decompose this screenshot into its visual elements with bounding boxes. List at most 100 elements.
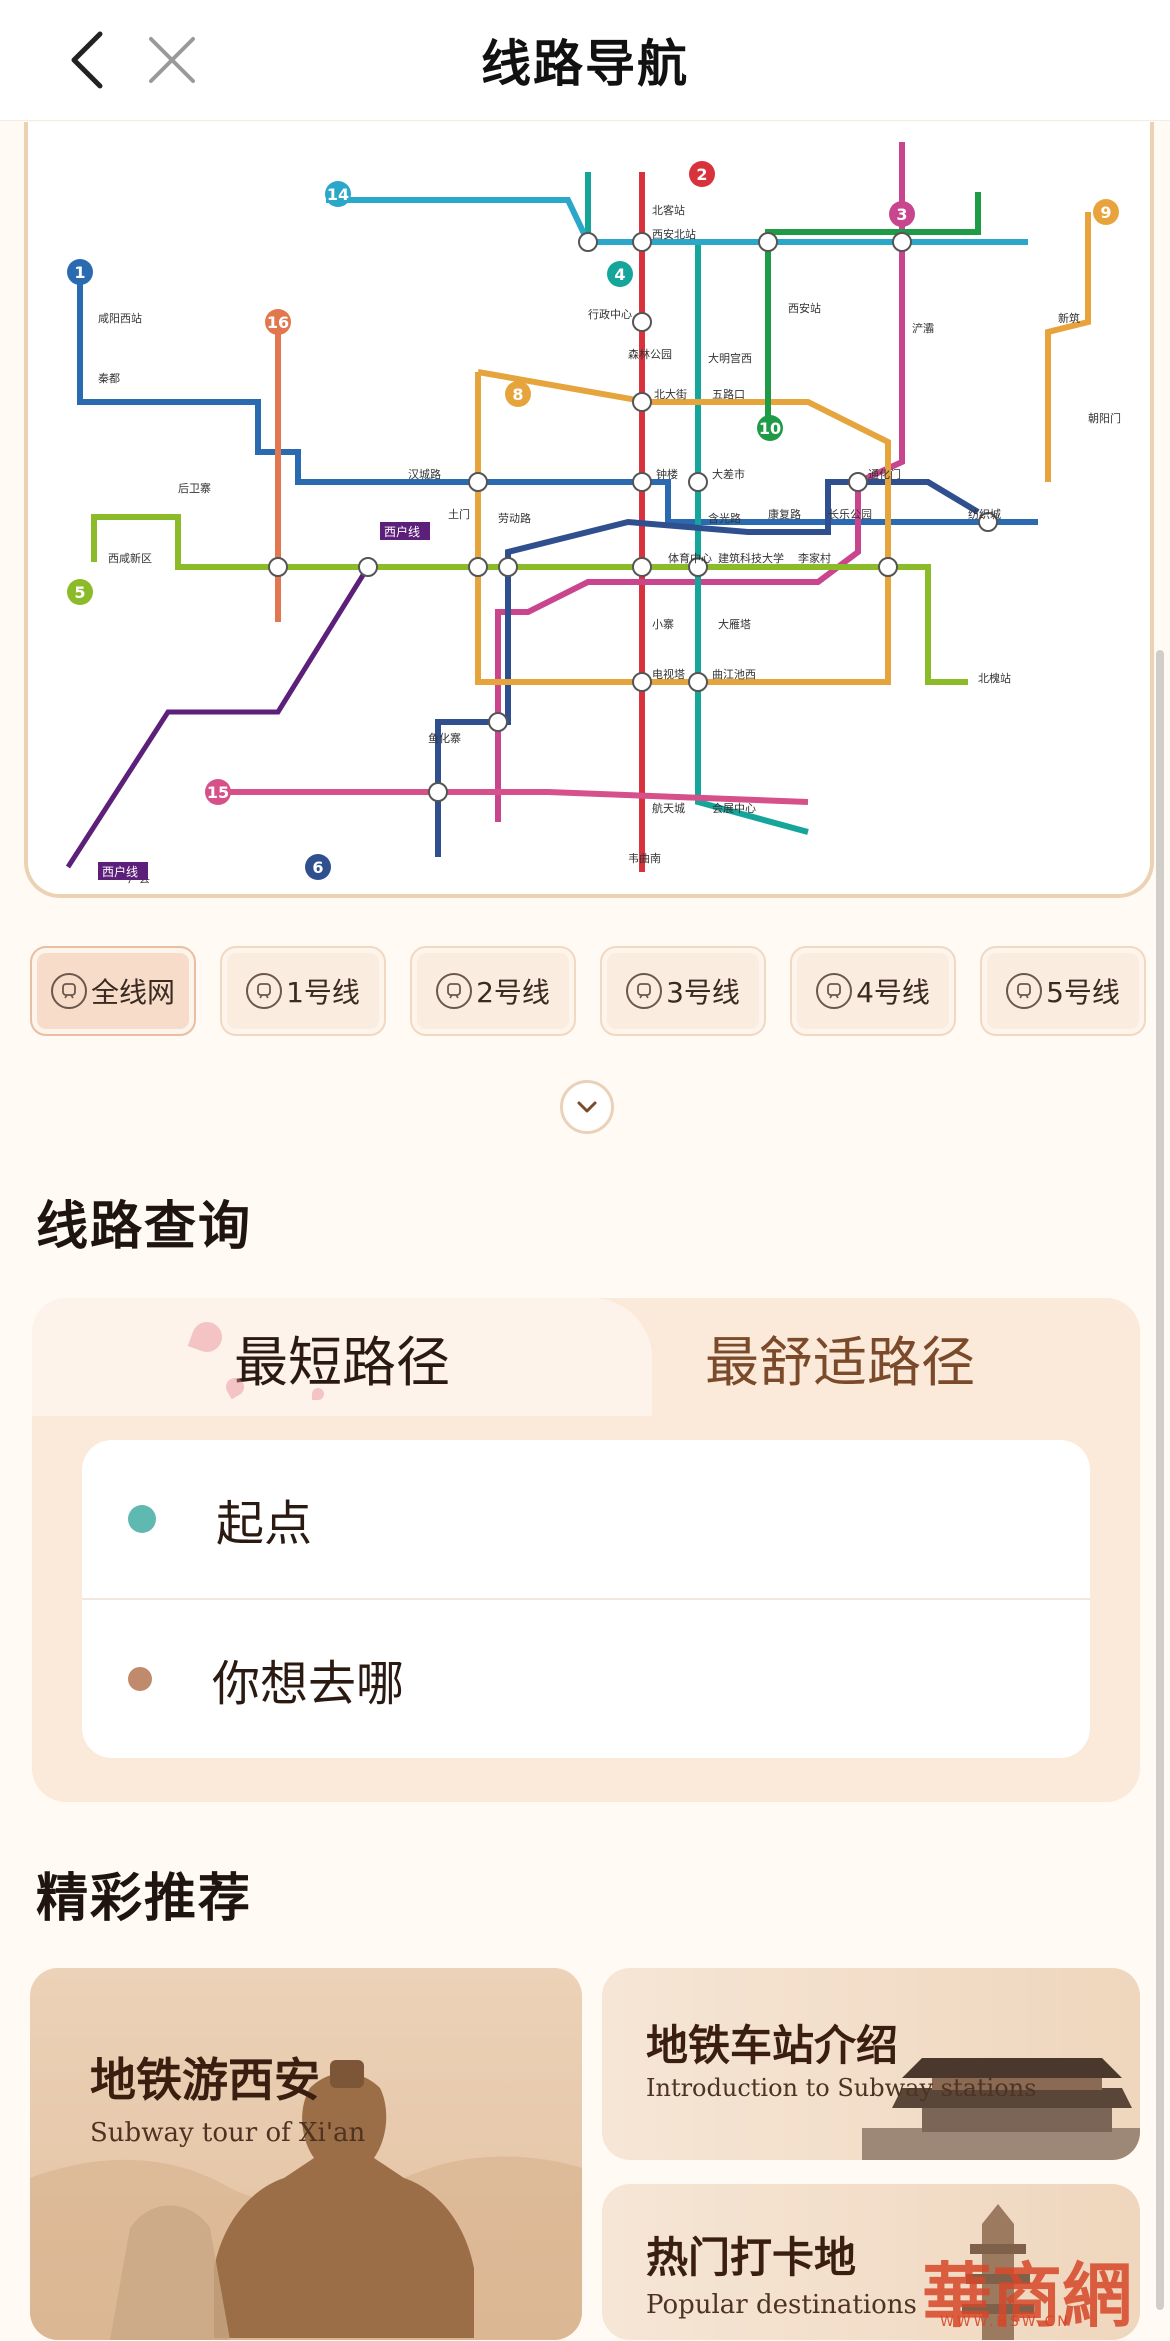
station-label: 长乐公园 [828, 508, 872, 521]
line-15-track [228, 789, 809, 805]
station-label: 土门 [448, 507, 470, 521]
transfer-station [268, 557, 288, 577]
tab-line-2[interactable]: 2号线 [410, 946, 576, 1036]
tab-line-5[interactable]: 5号线 [980, 946, 1146, 1036]
transfer-station [498, 557, 518, 577]
metro-train-icon [246, 973, 283, 1009]
station-label: 韦曲南 [628, 852, 661, 865]
station-label: 建筑科技大学 [718, 551, 784, 565]
station-label: 电视塔 [652, 667, 685, 681]
expand-lines-button[interactable] [560, 1080, 614, 1134]
tab-comfort-label: 最舒适路径 [705, 1330, 975, 1394]
transfer-station [632, 312, 652, 332]
transfer-station [468, 557, 488, 577]
rec-title: 地铁游西安 [90, 2053, 320, 2107]
station-label: 航天城 [652, 801, 685, 815]
line-1-badge: 1 [74, 263, 85, 282]
metro-train-icon [50, 973, 87, 1009]
transfer-station [892, 232, 912, 252]
metro-train-icon [816, 973, 853, 1009]
tab-label: 全线网 [90, 976, 175, 1009]
transfer-station [878, 557, 898, 577]
transfer-station [688, 672, 708, 692]
metro-map-svg[interactable]: 1 2 3 4 5 6 8 9 10 14 15 16 北客站 西安北站 行政中… [28, 122, 1150, 894]
station-label: 北槐站 [978, 671, 1011, 685]
station-label: 北大街 [654, 387, 687, 401]
destination-field[interactable]: 你想去哪 [82, 1600, 1090, 1758]
tab-line-1[interactable]: 1号线 [220, 946, 386, 1036]
station-label: 西安北站 [652, 227, 696, 241]
tab-all-lines[interactable]: 全线网 [30, 946, 196, 1036]
tab-shortest-label: 最短路径 [234, 1330, 450, 1394]
tab-line-4[interactable]: 4号线 [790, 946, 956, 1036]
metro-train-icon [626, 973, 663, 1009]
top-nav-bar: 线路导航 [0, 0, 1170, 120]
tab-line-3[interactable]: 3号线 [600, 946, 766, 1036]
transfer-station [578, 232, 598, 252]
station-label: 浐灞 [912, 322, 934, 335]
xihu-line-label-2: 西户线 [102, 864, 138, 879]
station-label: 西安站 [788, 301, 821, 315]
metro-train-icon [1006, 973, 1043, 1009]
station-label: 西咸新区 [108, 551, 152, 565]
transfer-station [978, 512, 998, 532]
start-field[interactable]: 起点 [82, 1440, 1090, 1598]
tab-comfort-route[interactable]: 最舒适路径 [580, 1298, 1100, 1416]
route-inputs: 起点 你想去哪 [82, 1440, 1090, 1758]
recommend-title: 精彩推荐 [36, 1869, 253, 1929]
rec-card-subway-tour[interactable]: 地铁游西安 Subway tour of Xi'an [30, 1968, 582, 2340]
transfer-station [632, 392, 652, 412]
tab-shortest-route[interactable]: 最短路径 [32, 1298, 652, 1416]
close-button[interactable] [140, 28, 204, 92]
station-label: 朝阳门 [1088, 411, 1121, 425]
tab-label: 2号线 [476, 976, 550, 1009]
line-9-badge: 9 [1100, 203, 1111, 222]
line-10-track [765, 192, 981, 422]
rec-title: 地铁车站介绍 [646, 2021, 899, 2070]
tab-label: 4号线 [856, 976, 930, 1009]
tab-label: 3号线 [666, 976, 740, 1009]
line-tab-bar: 全线网 1号线 2号线 3号线 4号线 5号线 [24, 946, 1170, 1046]
station-label: 汉城路 [408, 468, 441, 481]
station-label: 大雁塔 [718, 617, 751, 631]
station-label: 五路口 [712, 388, 745, 401]
line-1-track [77, 272, 1038, 525]
transfer-station [428, 782, 448, 802]
station-label: 纺织城 [968, 507, 1001, 521]
transfer-station [688, 557, 708, 577]
transfer-station [632, 472, 652, 492]
back-arrow-icon [71, 31, 103, 89]
transfer-station [632, 557, 652, 577]
start-placeholder: 起点 [216, 1496, 313, 1552]
station-label: 森林公园 [628, 347, 672, 361]
station-label: 康复路 [768, 507, 801, 521]
station-label: 含光路 [708, 511, 741, 525]
rec-card-popular[interactable]: 热门打卡地 Popular destinations [602, 2184, 1140, 2340]
station-label: 大明宫西 [708, 351, 752, 365]
rec-subtitle: Introduction to Subway stations [646, 2074, 1037, 2102]
back-button[interactable] [56, 28, 120, 92]
transfer-station [848, 472, 868, 492]
destination-placeholder: 你想去哪 [212, 1656, 405, 1712]
route-query-title: 线路查询 [36, 1197, 253, 1257]
chevron-down-icon [577, 1101, 597, 1113]
line-14-badge: 14 [327, 185, 349, 204]
watermark-logo: 華商網 [922, 2255, 1132, 2337]
tab-label: 1号线 [286, 976, 360, 1009]
scrollbar[interactable] [1156, 650, 1164, 2310]
tab-label: 5号线 [1046, 976, 1120, 1009]
page-title: 线路导航 [481, 35, 689, 93]
route-query-card: 最短路径 最舒适路径 起点 你想去哪 [32, 1298, 1140, 1802]
transfer-station [632, 232, 652, 252]
transfer-station [358, 557, 378, 577]
rec-card-station-intro[interactable]: 地铁车站介绍 Introduction to Subway stations [602, 1968, 1140, 2160]
station-label: 劳动路 [498, 512, 531, 525]
destination-dot-icon [128, 1667, 152, 1691]
station-label: 后卫寨 [178, 481, 211, 495]
transfer-station [688, 472, 708, 492]
metro-map[interactable]: 1 2 3 4 5 6 8 9 10 14 15 16 北客站 西安北站 行政中… [24, 122, 1154, 898]
watermark-url: WWW.HSW.CN [940, 2314, 1071, 2330]
rec-subtitle: Subway tour of Xi'an [90, 2118, 366, 2148]
city-gate-image [862, 2058, 1140, 2160]
line-16-badge: 16 [267, 313, 289, 332]
